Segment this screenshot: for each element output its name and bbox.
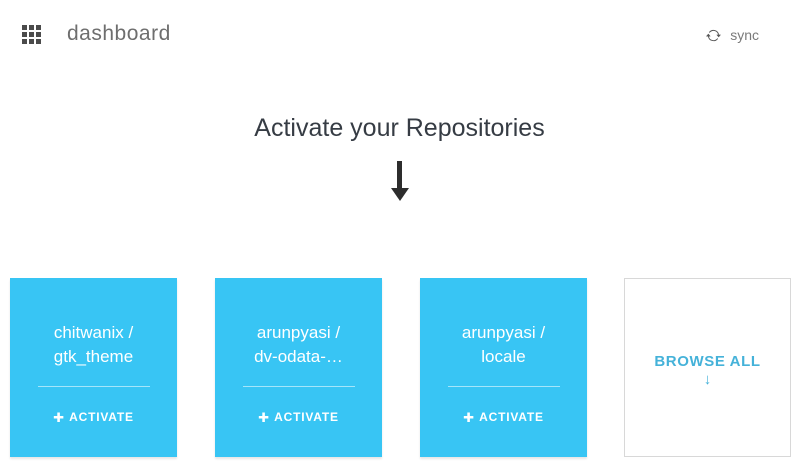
card-divider [447,386,560,387]
sync-refresh-icon [706,29,721,41]
activate-button[interactable]: ✚ ACTIVATE [463,410,544,424]
card-divider [242,386,355,387]
repo-card-arunpyasi-dv-odata[interactable]: arunpyasi / dv-odata-… ✚ ACTIVATE [215,278,382,457]
activate-repositories-heading: Activate your Repositories [254,114,545,142]
plus-icon: ✚ [463,409,475,425]
repo-name: arunpyasi / locale [461,323,546,366]
browse-all-card[interactable]: BROWSE ALL ↓ [624,278,791,457]
browse-all-label: BROWSE ALL [654,353,761,370]
repo-name: arunpyasi / dv-odata-… [254,323,343,366]
repo-card-chitwanix-gtk-theme[interactable]: chitwanix / gtk_theme ✚ ACTIVATE [10,278,177,457]
activate-button[interactable]: ✚ ACTIVATE [53,410,134,424]
activate-label: ACTIVATE [69,410,134,424]
repo-name: chitwanix / gtk_theme [53,323,134,366]
sync-button[interactable]: sync [706,27,759,43]
top-bar: dashboard sync [0,0,799,62]
activate-label: ACTIVATE [479,410,544,424]
repo-card-arunpyasi-locale[interactable]: arunpyasi / locale ✚ ACTIVATE [420,278,587,457]
apps-grid-icon[interactable] [22,25,42,45]
down-arrow-icon [0,161,799,201]
plus-icon: ✚ [53,409,65,425]
plus-icon: ✚ [258,409,270,425]
activate-button[interactable]: ✚ ACTIVATE [258,410,339,424]
sync-label: sync [730,27,759,43]
browse-all-down-arrow-icon: ↓ [703,371,712,388]
page-title: dashboard [67,22,171,45]
activate-label: ACTIVATE [274,410,339,424]
card-divider [37,386,150,387]
